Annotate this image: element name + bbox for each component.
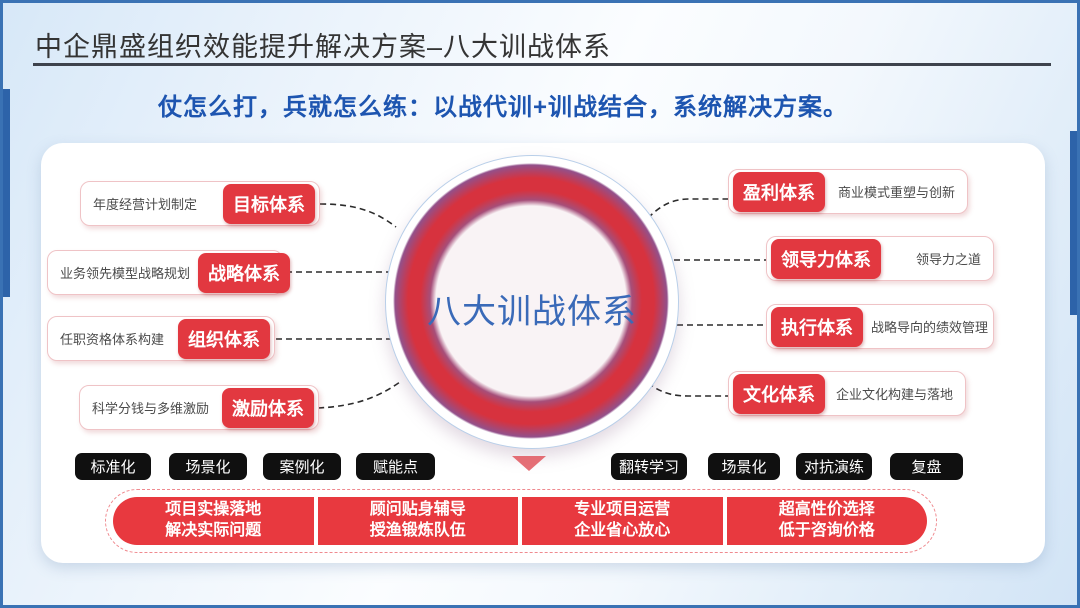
benefit-line1: 专业项目运营 bbox=[574, 501, 671, 519]
left-accent-bar bbox=[3, 89, 10, 297]
central-circle: 八大训战体系 bbox=[385, 155, 679, 449]
page-title: 中企鼎盛组织效能提升解决方案–八大训战体系 bbox=[35, 32, 612, 62]
benefit-line2: 授渔锻炼队伍 bbox=[369, 522, 466, 539]
left-item-organization-system: 任职资格体系构建 组织体系 bbox=[47, 316, 275, 361]
arrow-down-icon bbox=[512, 456, 546, 471]
system-badge-culture: 文化体系 bbox=[733, 373, 825, 414]
benefit-operation: 专业项目运营 企业省心放心 bbox=[522, 497, 727, 545]
benefit-line1: 超高性价选择 bbox=[778, 501, 875, 519]
system-badge-execution: 执行体系 bbox=[771, 306, 863, 347]
system-badge-goal: 目标体系 bbox=[223, 183, 315, 224]
tag-case-based: 案例化 bbox=[263, 453, 341, 480]
benefit-line2: 企业省心放心 bbox=[574, 522, 671, 539]
item-desc: 年度经营计划制定 bbox=[93, 197, 198, 212]
title-underline bbox=[33, 63, 1051, 66]
right-item-execution-system: 执行体系 战略导向的绩效管理 bbox=[766, 304, 994, 349]
benefit-line2: 解决实际问题 bbox=[165, 522, 262, 539]
left-item-strategy-system: 业务领先模型战略规划 战略体系 bbox=[47, 250, 291, 295]
benefit-coaching: 顾问贴身辅导 授渔锻炼队伍 bbox=[318, 497, 522, 545]
tag-flipped-learning: 翻转学习 bbox=[611, 453, 687, 480]
item-desc: 科学分钱与多维激励 bbox=[92, 401, 210, 416]
benefit-line1: 顾问贴身辅导 bbox=[369, 501, 466, 519]
left-item-goal-system: 年度经营计划制定 目标体系 bbox=[80, 181, 320, 226]
right-accent-bar bbox=[1070, 131, 1077, 315]
tag-review: 复盘 bbox=[890, 453, 963, 480]
tag-standardization: 标准化 bbox=[75, 453, 151, 480]
tag-scenario-left: 场景化 bbox=[169, 453, 247, 480]
left-item-incentive-system: 科学分钱与多维激励 激励体系 bbox=[79, 385, 319, 430]
benefit-line2: 低于咨询价格 bbox=[778, 522, 875, 539]
benefit-practical: 项目实操落地 解决实际问题 bbox=[113, 497, 318, 545]
tag-adversarial-drill: 对抗演练 bbox=[796, 453, 872, 480]
benefit-value: 超高性价选择 低于咨询价格 bbox=[727, 497, 928, 545]
system-badge-leadership: 领导力体系 bbox=[771, 238, 881, 279]
central-ring bbox=[393, 163, 669, 439]
slide-subtitle: 仗怎么打，兵就怎么练：以战代训+训战结合，系统解决方案。 bbox=[157, 94, 848, 121]
tag-enablement-point: 赋能点 bbox=[356, 453, 435, 480]
benefit-bar: 项目实操落地 解决实际问题 顾问贴身辅导 授渔锻炼队伍 专业项目运营 企业省心放… bbox=[113, 497, 927, 545]
tag-scenario-right: 场景化 bbox=[708, 453, 780, 480]
item-desc: 领导力之道 bbox=[915, 252, 981, 267]
right-item-leadership-system: 领导力体系 领导力之道 bbox=[766, 236, 994, 281]
item-desc: 任职资格体系构建 bbox=[60, 332, 165, 347]
item-desc: 企业文化构建与落地 bbox=[835, 387, 953, 402]
system-badge-strategy: 战略体系 bbox=[198, 252, 291, 293]
item-desc: 战略导向的绩效管理 bbox=[871, 320, 989, 335]
item-desc: 业务领先模型战略规划 bbox=[60, 266, 191, 281]
benefit-bar-dashed-outline bbox=[105, 489, 937, 553]
system-badge-incentive: 激励体系 bbox=[222, 387, 314, 428]
item-desc: 商业模式重塑与创新 bbox=[837, 185, 955, 200]
system-badge-profit: 盈利体系 bbox=[733, 171, 825, 212]
benefit-line1: 项目实操落地 bbox=[165, 501, 262, 519]
central-label: 八大训战体系 bbox=[427, 293, 637, 331]
system-badge-organization: 组织体系 bbox=[178, 318, 270, 359]
right-item-culture-system: 文化体系 企业文化构建与落地 bbox=[728, 371, 966, 416]
right-item-profit-system: 盈利体系 商业模式重塑与创新 bbox=[728, 169, 968, 214]
